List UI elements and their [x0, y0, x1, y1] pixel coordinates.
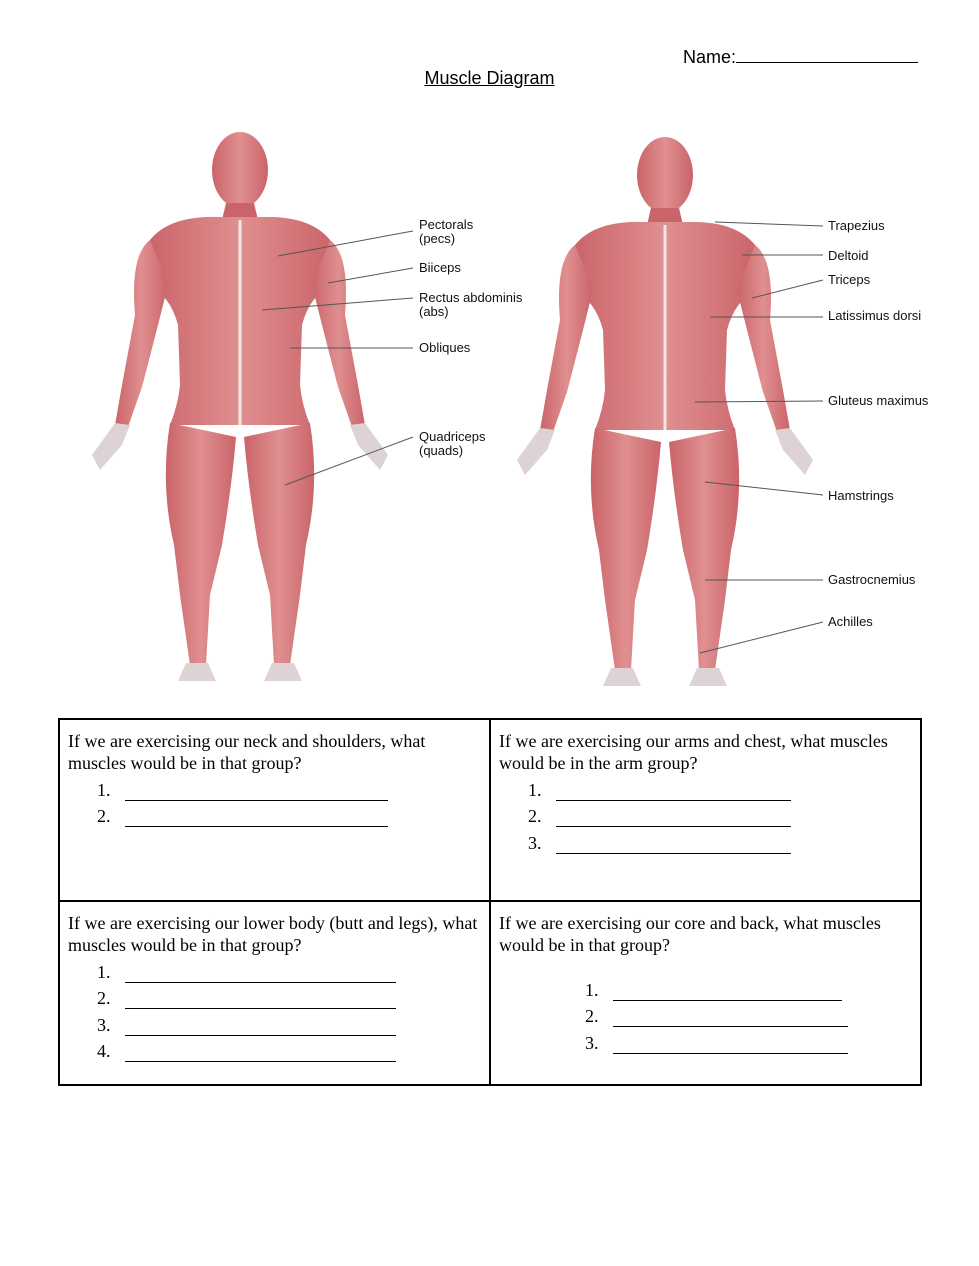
front-body-figure — [90, 130, 390, 683]
answer-line[interactable]: 4. — [97, 1036, 481, 1062]
name-label: Name: — [683, 47, 737, 67]
answer-line[interactable]: 2. — [97, 801, 481, 827]
question-neck-shoulders: If we are exercising our neck and should… — [58, 718, 491, 902]
answer-line[interactable]: 1. — [585, 974, 912, 1001]
name-field[interactable]: Name: — [683, 45, 919, 68]
question-prompt: If we are exercising our arms and chest,… — [499, 731, 888, 773]
question-prompt: If we are exercising our core and back, … — [499, 913, 881, 955]
label-gluteus-maximus: Gluteus maximus — [828, 393, 929, 408]
question-lower-body: If we are exercising our lower body (but… — [58, 900, 491, 1086]
question-arms-chest: If we are exercising our arms and chest,… — [489, 718, 922, 902]
label-triceps: Triceps — [828, 272, 871, 287]
answer-line[interactable]: 1. — [528, 774, 912, 801]
question-prompt: If we are exercising our lower body (but… — [68, 913, 478, 955]
label-latissimus-dorsi: Latissimus dorsi — [828, 308, 922, 323]
answer-line[interactable]: 1. — [97, 956, 481, 983]
label-obliques: Obliques — [419, 340, 471, 355]
question-core-back: If we are exercising our core and back, … — [489, 900, 922, 1086]
label-achilles: Achilles — [828, 614, 873, 629]
label-deltoid: Deltoid — [828, 248, 869, 263]
answer-line[interactable]: 2. — [97, 983, 481, 1009]
label-biceps: Biiceps — [419, 260, 461, 275]
answer-line[interactable]: 2. — [528, 801, 912, 827]
answer-line[interactable]: 3. — [585, 1027, 912, 1054]
answer-line[interactable]: 3. — [528, 827, 912, 854]
label-rectus-abdominis: Rectus abdominis(abs) — [419, 290, 523, 319]
leader-lines — [261, 221, 824, 654]
name-blank[interactable] — [736, 45, 919, 63]
answer-line[interactable]: 2. — [585, 1001, 912, 1027]
label-hamstrings: Hamstrings — [828, 488, 894, 503]
answer-line[interactable]: 1. — [97, 774, 481, 801]
question-prompt: If we are exercising our neck and should… — [68, 731, 426, 773]
label-gastrocnemius: Gastrocnemius — [828, 572, 916, 587]
label-pectorals: Pectorals(pecs) — [419, 217, 474, 246]
answer-line[interactable]: 3. — [97, 1009, 481, 1036]
muscle-diagram — [90, 130, 824, 688]
questions-table: If we are exercising our neck and should… — [58, 718, 922, 1086]
label-quadriceps: Quadriceps(quads) — [419, 429, 486, 458]
page-title: Muscle Diagram — [424, 68, 555, 88]
back-body-figure — [515, 135, 815, 688]
label-trapezius: Trapezius — [828, 218, 885, 233]
